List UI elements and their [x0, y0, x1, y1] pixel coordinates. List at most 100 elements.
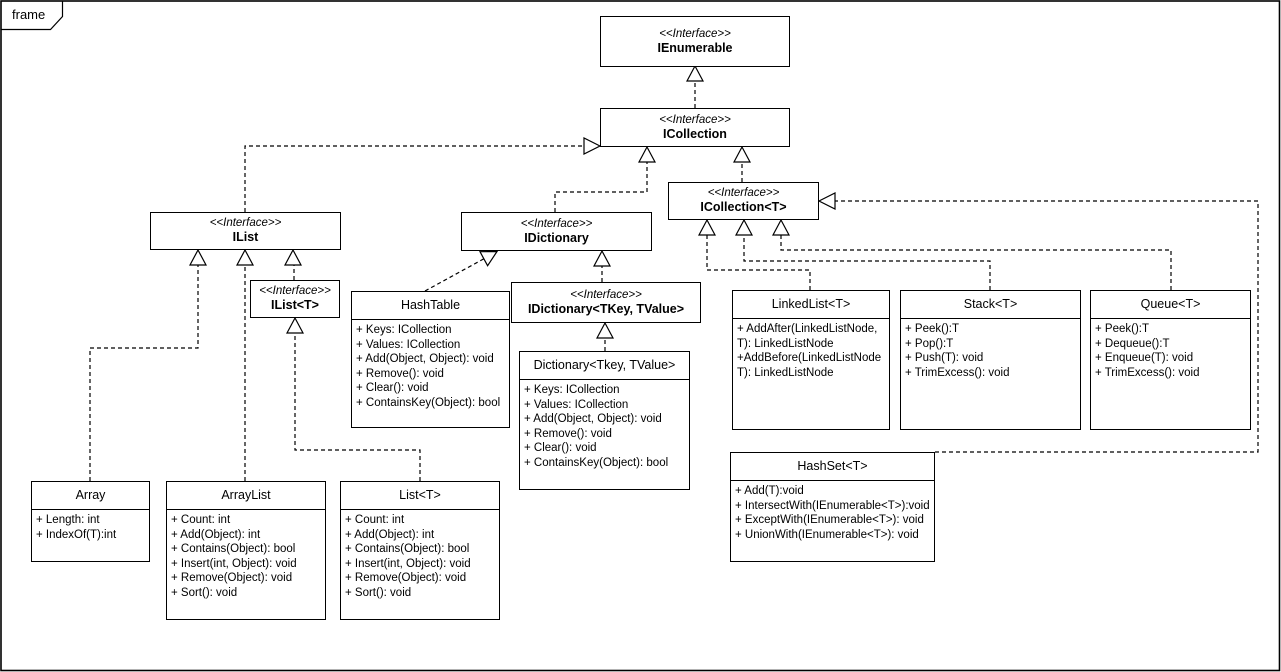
edge-ilist-t-ilist — [284, 248, 302, 280]
edge-idictionary-icollection — [554, 145, 656, 212]
interface-name-ienumerable: IEnumerable — [657, 40, 733, 55]
interface-box-ilist: <<Interface>> IList — [150, 212, 341, 250]
interface-box-icollection: <<Interface>> ICollection — [600, 108, 790, 147]
class-name-linkedlist: LinkedList<T> — [733, 291, 889, 319]
member-list: + Length: int + IndexOf(T):int — [32, 510, 149, 545]
class-box-linkedlist: LinkedList<T> + AddAfter(LinkedListNode,… — [732, 290, 890, 430]
edge-array-ilist — [89, 248, 207, 481]
member-line: + Push(T): void — [905, 352, 984, 365]
stereotype-label: <<Interface>> — [707, 187, 780, 199]
stereotype-label: <<Interface>> — [659, 113, 731, 126]
member-line: + ExceptWith(IEnumerable<T>): void — [735, 514, 924, 527]
member-line: + Keys: ICollection — [524, 384, 620, 396]
class-box-hashset: HashSet<T> + Add(T):void + IntersectWith(… — [730, 452, 935, 562]
member-line: +AddBefore(LinkedListNode T): LinkedList… — [737, 352, 882, 379]
edge-ilist-icollection — [244, 137, 602, 212]
class-box-hashtable: HashTable + Keys: ICollection + Values: I… — [351, 291, 510, 428]
member-line: + Remove(): void — [356, 367, 444, 380]
interface-box-ilist-t: <<Interface>> IList<T> — [250, 280, 340, 318]
stereotype-label: <<Interface>> — [659, 27, 731, 40]
member-list: + Add(T):void + IntersectWith(IEnumerable… — [731, 481, 934, 545]
class-box-stack: Stack<T> + Peek():T+ Pop():T+ Push(T): v… — [900, 290, 1081, 430]
member-list: + Count: int + Add(Object): int + Contains… — [167, 510, 325, 604]
member-line: + Pop():T — [905, 337, 954, 350]
class-box-queue: Queue<T> + Peek():T + Dequeue():T + Enqueu… — [1090, 290, 1251, 430]
member-line: + Remove(Object): void — [171, 572, 293, 585]
member-list: + AddAfter(LinkedListNode, T): LinkedLis… — [733, 319, 889, 383]
member-line: + Add(T):void — [735, 485, 804, 497]
member-line: + AddAfter(LinkedListNode, T): LinkedLis… — [737, 323, 878, 350]
stereotype-label: <<Interface>> — [520, 217, 593, 230]
class-name-hashset: HashSet<T> — [731, 453, 934, 481]
edge-list-t-ilist-t — [286, 316, 421, 481]
interface-box-idictionary-tkv: <<Interface>> IDictionary<TKey, TValue> — [511, 282, 701, 323]
edge-arraylist-ilist — [236, 248, 254, 481]
member-line: + Peek():T — [1095, 323, 1150, 335]
edge-idictionary-tkv-idictionary — [593, 249, 611, 282]
member-line: + Enqueue(T): void — [1095, 352, 1194, 365]
interface-box-ienumerable: <<Interface>> IEnumerable — [600, 16, 790, 67]
edge-icollection-t-icollection — [733, 145, 751, 182]
member-line: + Count: int — [171, 514, 231, 526]
class-name-dictionary: Dictionary<Tkey, TValue> — [520, 352, 689, 380]
class-name-list-t: List<T> — [341, 482, 499, 510]
member-list: + Keys: ICollection + Values: ICollection… — [520, 380, 689, 474]
class-name-queue: Queue<T> — [1091, 291, 1250, 319]
member-line: + Add(Object): int — [171, 528, 261, 541]
member-line: + IndexOf(T):int — [36, 528, 117, 541]
member-line: + Values: ICollection — [356, 338, 461, 351]
member-line: + Length: int — [36, 514, 100, 526]
member-line: + Add(Object): int — [345, 528, 435, 541]
interface-box-icollection-t: <<Interface>> ICollection<T> — [668, 182, 819, 220]
member-line: + Values: ICollection — [524, 398, 629, 411]
edge-hashset-icollection-t — [817, 192, 1259, 453]
class-box-arraylist: ArrayList + Count: int + Add(Object): int… — [166, 481, 326, 620]
member-list: + Count: int + Add(Object): int + Contains… — [341, 510, 499, 604]
class-box-array: Array + Length: int + IndexOf(T):int — [31, 481, 150, 562]
stereotype-label: <<Interface>> — [209, 217, 282, 229]
class-name-hashtable: HashTable — [352, 292, 509, 320]
interface-name-ilist-t: IList<T> — [271, 298, 319, 312]
member-line: + Remove(Object): void — [345, 572, 467, 585]
frame-label: frame — [12, 7, 46, 22]
edge-icollection-ienumerable — [686, 64, 704, 108]
member-line: + Clear(): void — [524, 442, 597, 455]
member-line: + Contains(Object): bool — [171, 543, 296, 556]
interface-name-ilist: IList — [232, 230, 259, 244]
interface-name-icollection-t: ICollection<T> — [700, 200, 787, 214]
member-line: + Add(Object, Object): void — [356, 353, 494, 366]
member-list: + Keys: ICollection + Values: ICollection… — [352, 320, 509, 414]
member-line: + IntersectWith(IEnumerable<T>):void — [735, 499, 930, 512]
member-line: + ContainsKey(Object): bool — [356, 396, 501, 409]
class-name-array: Array — [32, 482, 149, 510]
member-line: + Insert(int, Object): void — [171, 557, 297, 570]
edge-dictionary-idictionary-tkv — [596, 321, 614, 351]
member-line: + ContainsKey(Object): bool — [524, 456, 669, 469]
member-list: + Peek():T + Dequeue():T + Enqueue(T): voi… — [1091, 319, 1250, 383]
member-line: + Insert(int, Object): void — [345, 557, 471, 570]
interface-box-idictionary: <<Interface>> IDictionary — [461, 212, 652, 251]
member-list: + Peek():T+ Pop():T+ Push(T): void+ Trim… — [901, 319, 1080, 383]
edge-stack-icollection-t — [735, 218, 991, 290]
member-line: + UnionWith(IEnumerable<T>): void — [735, 528, 919, 541]
class-name-arraylist: ArrayList — [167, 482, 325, 510]
frame-label-tab — [1, 1, 64, 31]
member-line: + Dequeue():T — [1095, 337, 1170, 350]
edge-hashtable-idictionary — [424, 250, 499, 292]
member-line: + Add(Object, Object): void — [524, 413, 662, 426]
member-line: + Count: int — [345, 514, 405, 526]
edge-queue-icollection-t — [772, 218, 1172, 290]
class-name-stack: Stack<T> — [901, 291, 1080, 319]
member-line: + Sort(): void — [345, 586, 412, 599]
class-box-list-t: List<T> + Count: int+ Add(Object): int+ … — [340, 481, 500, 620]
member-line: + Remove(): void — [524, 427, 612, 440]
interface-name-idictionary-tkv: IDictionary<TKey, TValue> — [527, 301, 685, 316]
member-line: + Contains(Object): bool — [345, 543, 470, 556]
interface-name-idictionary: IDictionary — [524, 230, 589, 245]
interface-name-icollection: ICollection — [663, 126, 727, 141]
class-box-dictionary: Dictionary<Tkey, TValue> + Keys: ICollec… — [519, 351, 690, 490]
edge-linkedlist-icollection-t — [698, 218, 811, 290]
member-line: + Keys: ICollection — [356, 324, 452, 336]
